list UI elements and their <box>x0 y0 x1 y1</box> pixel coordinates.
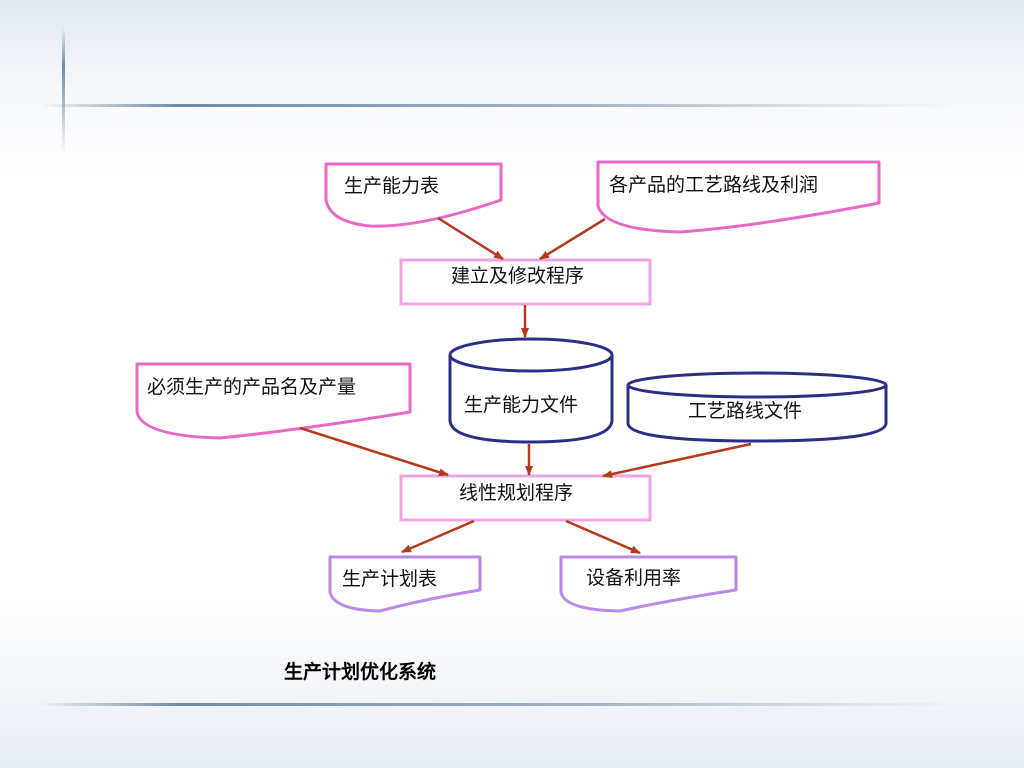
node-label-linear-program: 线性规划程序 <box>459 482 574 504</box>
doc-shape-process-routes <box>596 160 881 234</box>
diagram-caption: 生产计划优化系统 <box>284 661 437 683</box>
doc-shape-required-products <box>135 362 412 440</box>
node-label-required-products-output: 必须生产的产品名及产量 <box>147 376 357 398</box>
arrow-route-file-to-linear <box>602 442 752 479</box>
arrow-required-to-linear <box>299 426 449 477</box>
doc-shape-capacity-table <box>324 162 503 228</box>
node-label-capacity-file: 生产能力文件 <box>464 394 579 416</box>
node-label-build-modify-program: 建立及修改程序 <box>451 265 585 287</box>
node-label-production-plan-table: 生产计划表 <box>342 568 438 590</box>
process-box-build-modify <box>399 258 652 306</box>
storage-route-file <box>626 371 888 443</box>
doc-shape-equipment-utilization <box>559 555 738 613</box>
arrow-capacity-to-build <box>437 216 504 261</box>
node-label-capacity-table: 生产能力表 <box>344 175 440 197</box>
node-label-process-routes-profit: 各产品的工艺路线及利润 <box>609 174 819 196</box>
node-label-route-file: 工艺路线文件 <box>688 400 803 422</box>
footer-line <box>40 703 960 706</box>
header-vertical-line <box>62 28 65 153</box>
node-label-equipment-utilization: 设备利用率 <box>586 567 682 589</box>
process-box-linear-program <box>399 474 652 522</box>
storage-capacity-file <box>448 337 614 444</box>
arrow-linear-to-equipment <box>565 519 641 555</box>
arrow-linear-to-plan <box>401 519 475 554</box>
doc-shape-production-plan <box>328 555 482 613</box>
arrow-routes-to-build <box>539 217 606 261</box>
header-line <box>40 104 960 107</box>
